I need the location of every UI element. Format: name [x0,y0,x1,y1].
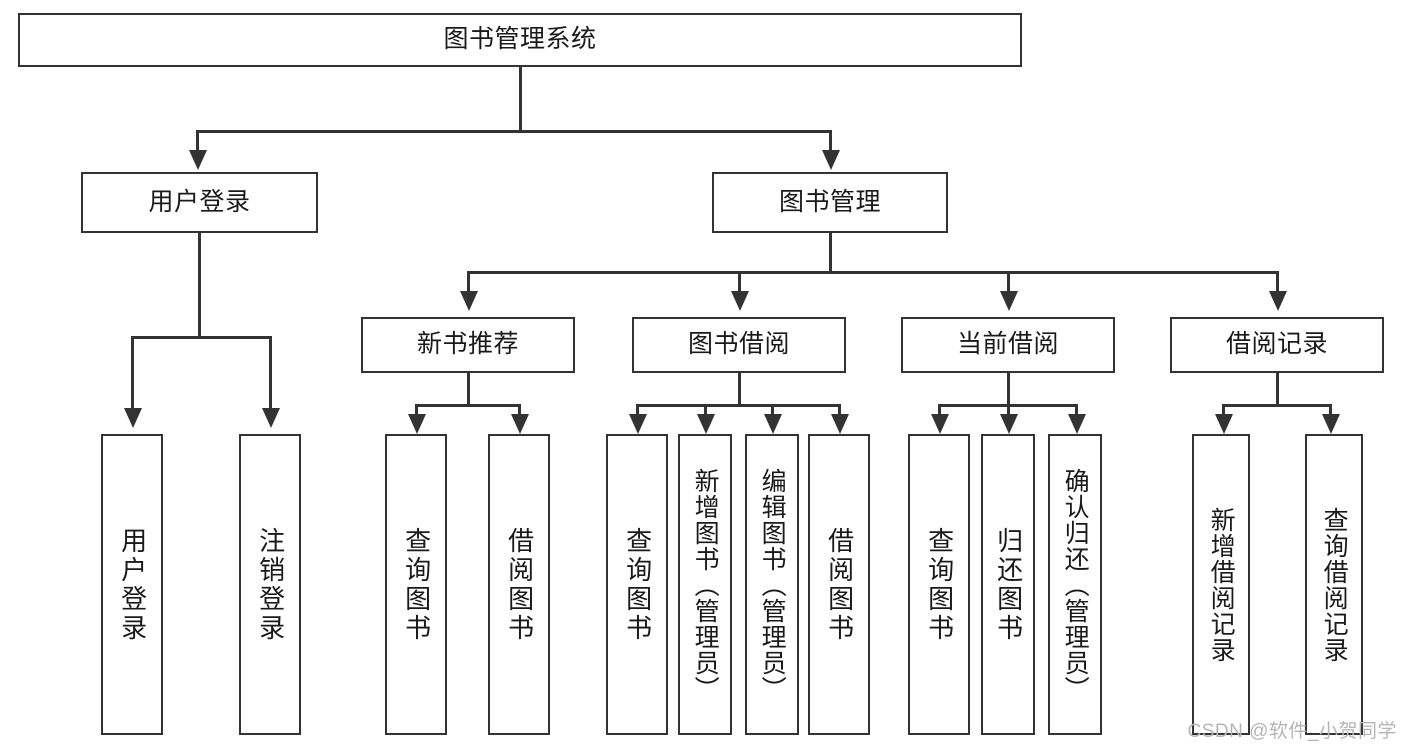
connector-bb-to-leaf-3 [771,404,774,416]
node-leaf-logout-label: 注销登录 [255,526,286,643]
arrowhead-cb-to-leaf-1 [931,414,949,434]
node-book-management[interactable]: 图书管理 [712,172,948,233]
arrowhead-bm-to-book-borrow [731,291,749,311]
connector-bm-to-new-book [467,271,470,293]
node-leaf-logout[interactable]: 注销登录 [239,434,301,735]
node-leaf-edit-book[interactable]: 编辑图书（管理员） [745,434,799,735]
node-leaf-borrow-book-1[interactable]: 借阅图书 [488,434,550,735]
arrowhead-bb-to-leaf-3 [764,414,782,434]
node-leaf-user-login-label: 用户登录 [117,526,148,643]
connector-book-borrow-stem [738,373,741,406]
arrowhead-root-to-user-login [189,150,207,170]
node-leaf-confirm-return-label: 确认归还（管理员） [1061,467,1090,702]
connector-book-borrow-bus [637,404,841,407]
arrowhead-bb-to-leaf-2 [697,414,715,434]
node-leaf-query-book-1[interactable]: 查询图书 [385,434,447,735]
connector-bb-to-leaf-2 [704,404,707,416]
connector-cb-to-leaf-1 [938,404,941,416]
arrowhead-user-login-to-leaf-1 [124,408,142,428]
arrowhead-root-to-book-management [822,150,840,170]
connector-cb-to-leaf-2 [1007,404,1010,416]
node-leaf-query-book-2[interactable]: 查询图书 [606,434,668,735]
connector-borrow-records-bus [1223,404,1330,407]
node-leaf-return-book-label: 归还图书 [993,526,1024,643]
node-book-borrow[interactable]: 图书借阅 [632,317,846,373]
node-current-borrow[interactable]: 当前借阅 [901,317,1115,373]
connector-bb-to-leaf-1 [636,404,639,416]
node-leaf-return-book[interactable]: 归还图书 [981,434,1035,735]
node-user-login[interactable]: 用户登录 [81,172,318,233]
node-leaf-query-book-2-label: 查询图书 [622,526,653,643]
connector-root-to-book-management [829,130,832,152]
node-leaf-confirm-return[interactable]: 确认归还（管理员） [1048,434,1102,735]
connector-new-book-to-leaf-2 [518,404,521,416]
node-leaf-add-record-label: 新增借阅记录 [1207,506,1236,663]
node-current-borrow-label: 当前借阅 [956,330,1059,359]
connector-root-stem [519,66,522,132]
node-borrow-records-label: 借阅记录 [1225,330,1328,359]
node-leaf-query-book-3-label: 查询图书 [924,526,955,643]
node-leaf-query-record-label: 查询借阅记录 [1320,506,1349,663]
node-user-login-label: 用户登录 [148,187,251,216]
node-new-book-recommend[interactable]: 新书推荐 [361,317,575,373]
arrowhead-bb-to-leaf-4 [831,414,849,434]
node-borrow-records[interactable]: 借阅记录 [1170,317,1384,373]
node-leaf-add-record[interactable]: 新增借阅记录 [1192,434,1250,735]
connector-current-borrow-stem [1007,373,1010,406]
connector-new-book-to-leaf-1 [415,404,418,416]
connector-book-management-stem [829,233,832,273]
node-new-book-recommend-label: 新书推荐 [416,330,519,359]
connector-borrow-records-stem [1276,373,1279,406]
connector-bb-to-leaf-4 [838,404,841,416]
node-leaf-edit-book-label: 编辑图书（管理员） [758,467,787,702]
node-book-borrow-label: 图书借阅 [687,330,790,359]
node-leaf-add-book-label: 新增图书（管理员） [691,467,720,702]
arrowhead-cb-to-leaf-2 [1000,414,1018,434]
arrowhead-user-login-to-leaf-2 [262,408,280,428]
connector-bm-to-borrow-records [1276,271,1279,293]
connector-br-to-leaf-1 [1222,404,1225,416]
arrowhead-bm-to-current-borrow [1000,291,1018,311]
node-leaf-add-book[interactable]: 新增图书（管理员） [678,434,732,735]
node-leaf-borrow-book-1-label: 借阅图书 [504,526,535,643]
connector-user-login-to-leaf-2 [269,336,272,410]
watermark: CSDN @软件_小贺同学 [1187,721,1397,742]
arrowhead-bm-to-borrow-records [1269,291,1287,311]
node-root[interactable]: 图书管理系统 [18,13,1022,67]
node-book-management-label: 图书管理 [778,187,881,216]
node-leaf-user-login[interactable]: 用户登录 [101,434,163,735]
connector-cb-to-leaf-3 [1075,404,1078,416]
connector-book-management-bus [468,271,1278,274]
node-root-label: 图书管理系统 [443,25,597,54]
connector-bm-to-book-borrow [738,271,741,293]
connector-new-book-bus [416,404,521,407]
connector-new-book-stem [467,373,470,406]
arrowhead-bb-to-leaf-1 [629,414,647,434]
connector-user-login-stem [198,233,201,338]
arrowhead-br-to-leaf-1 [1215,414,1233,434]
node-leaf-borrow-book-2[interactable]: 借阅图书 [808,434,870,735]
connector-user-login-bus [132,336,272,339]
arrowhead-new-book-to-leaf-2 [511,414,529,434]
connector-bm-to-current-borrow [1007,271,1010,293]
arrowhead-bm-to-new-book [460,291,478,311]
connector-user-login-to-leaf-1 [131,336,134,410]
arrowhead-br-to-leaf-2 [1322,414,1340,434]
connector-br-to-leaf-2 [1329,404,1332,416]
node-leaf-query-record[interactable]: 查询借阅记录 [1305,434,1363,735]
node-leaf-query-book-3[interactable]: 查询图书 [908,434,970,735]
connector-root-to-user-login [196,130,199,152]
arrowhead-new-book-to-leaf-1 [408,414,426,434]
node-leaf-query-book-1-label: 查询图书 [401,526,432,643]
arrowhead-cb-to-leaf-3 [1068,414,1086,434]
node-leaf-borrow-book-2-label: 借阅图书 [824,526,855,643]
connector-root-bus [197,130,832,133]
